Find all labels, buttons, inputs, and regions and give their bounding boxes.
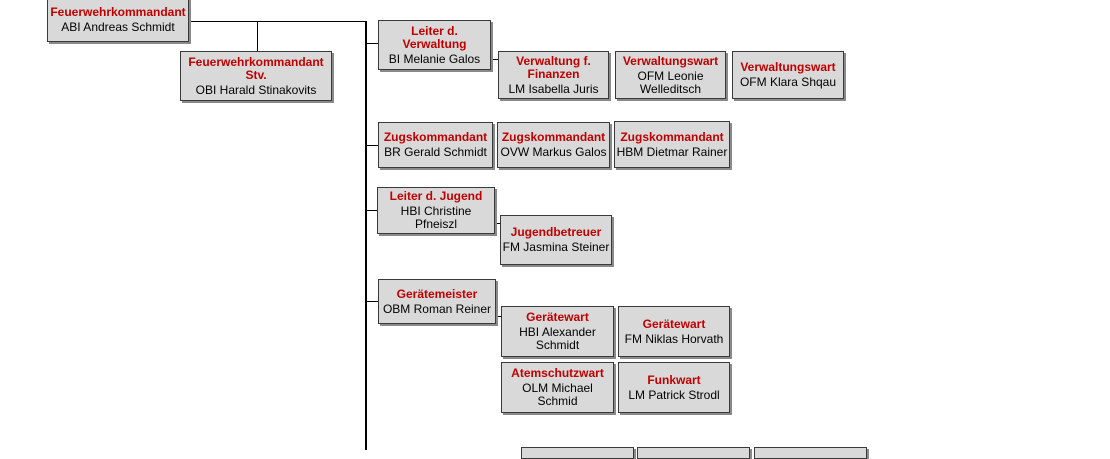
node-geraetewart-2: Gerätewart FM Niklas Horvath xyxy=(618,306,730,357)
connector-line xyxy=(366,301,378,302)
node-name: OBM Roman Reiner xyxy=(382,301,492,316)
node-name: FM Niklas Horvath xyxy=(624,331,724,346)
node-role: Leiter d. Jugend xyxy=(389,189,483,203)
node-role: Funkwart xyxy=(647,372,701,387)
node-role: Jugendbetreuer xyxy=(510,225,602,239)
node-role: Zugskommandant xyxy=(383,130,488,144)
node-atemschutzwart: Atemschutzwart OLM Michael Schmid xyxy=(501,362,614,413)
node-geraetemeister: Gerätemeister OBM Roman Reiner xyxy=(378,279,496,324)
connector-line xyxy=(495,316,501,317)
node-role: Gerätewart xyxy=(642,316,706,331)
node-name: BR Gerald Schmidt xyxy=(384,145,487,159)
node-role: Feuerwehrkommandant xyxy=(50,5,186,19)
connector-line xyxy=(366,43,378,44)
connector-line xyxy=(494,223,500,224)
node-role: Leiter d. Verwaltung xyxy=(402,23,467,51)
node-name: BI Melanie Galos xyxy=(388,51,481,66)
connector-line xyxy=(365,21,367,450)
node-verwaltung-finanzen: Verwaltung f. Finanzen LM Isabella Juris xyxy=(498,51,609,99)
node-name: FM Jasmina Steiner xyxy=(502,240,610,254)
connector-line xyxy=(257,21,258,51)
node-name: OFM Leonie Welleditsch xyxy=(637,68,704,96)
node-partial-3 xyxy=(754,447,867,459)
node-role: Zugskommandant xyxy=(620,129,724,144)
node-name: HBI Alexander Schmidt xyxy=(519,325,596,352)
node-name: ABI Andreas Schmidt xyxy=(61,20,175,34)
node-leiter-verwaltung: Leiter d. Verwaltung BI Melanie Galos xyxy=(378,20,491,70)
node-kommandant-stv: Feuerwehrkommandant Stv. OBI Harald Stin… xyxy=(180,51,332,101)
node-kommandant: Feuerwehrkommandant ABI Andreas Schmidt xyxy=(47,0,189,42)
node-name: OBI Harald Stinakovits xyxy=(195,82,317,97)
node-name: LM Patrick Strodl xyxy=(628,387,720,402)
node-partial-2 xyxy=(637,447,750,459)
node-name: OFM Klara Shqau xyxy=(739,75,837,89)
node-role: Atemschutzwart xyxy=(511,366,604,380)
node-role: Gerätemeister xyxy=(396,286,478,301)
node-role: Verwaltung f. Finanzen xyxy=(516,53,591,81)
node-role: Verwaltungswart xyxy=(740,60,836,74)
node-partial-1 xyxy=(521,447,634,459)
node-zugskommandant-3: Zugskommandant HBM Dietmar Rainer xyxy=(614,121,730,168)
node-geraetewart-1: Gerätewart HBI Alexander Schmidt xyxy=(501,306,614,357)
node-name: HBI Christine Pfneiszl xyxy=(400,204,472,231)
node-role: Verwaltungswart xyxy=(622,53,719,68)
connector-line xyxy=(188,21,366,22)
node-verwaltungswart-1: Verwaltungswart OFM Leonie Welleditsch xyxy=(615,51,726,99)
node-name: OLM Michael Schmid xyxy=(522,381,593,408)
node-zugskommandant-1: Zugskommandant BR Gerald Schmidt xyxy=(378,122,493,168)
node-name: HBM Dietmar Rainer xyxy=(616,144,728,159)
node-jugendbetreuer: Jugendbetreuer FM Jasmina Steiner xyxy=(500,215,612,265)
node-name: OVW Markus Galos xyxy=(500,145,607,159)
node-name: LM Isabella Juris xyxy=(508,81,599,96)
connector-line xyxy=(366,145,378,146)
node-verwaltungswart-2: Verwaltungswart OFM Klara Shqau xyxy=(732,51,844,99)
node-zugskommandant-2: Zugskommandant OVW Markus Galos xyxy=(497,122,610,168)
connector-line xyxy=(366,210,378,211)
connector-line xyxy=(490,59,498,60)
node-role: Gerätewart xyxy=(526,310,589,324)
node-role: Zugskommandant xyxy=(501,130,606,144)
node-leiter-jugend: Leiter d. Jugend HBI Christine Pfneiszl xyxy=(377,187,495,234)
node-funkwart: Funkwart LM Patrick Strodl xyxy=(618,362,730,413)
node-role: Feuerwehrkommandant Stv. xyxy=(188,54,324,82)
